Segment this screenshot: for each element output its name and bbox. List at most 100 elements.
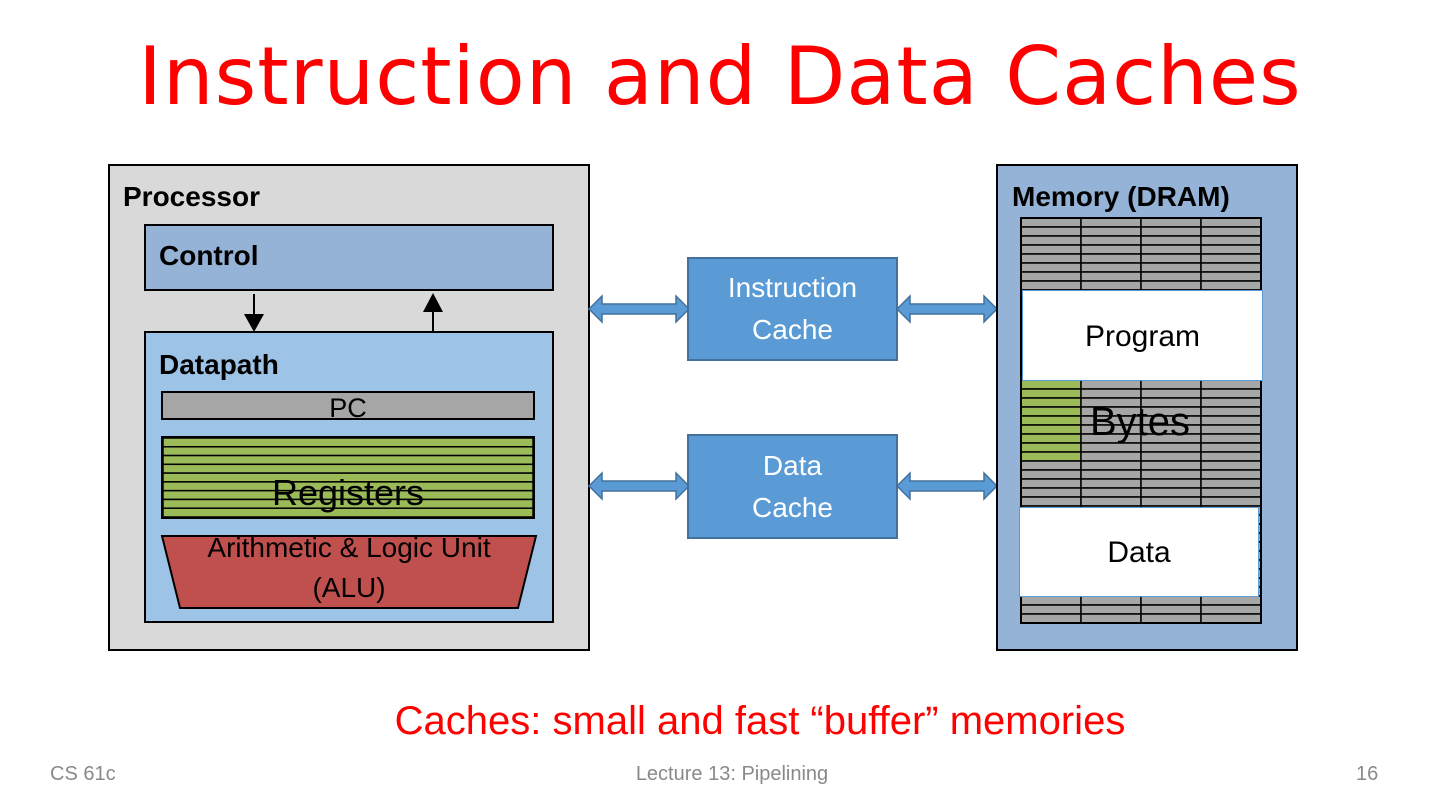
memory-byte-cell [1200,280,1262,291]
memory-label: Memory (DRAM) [1012,181,1230,212]
memory-byte-cell [1080,271,1142,282]
footer-course: CS 61c [50,763,116,785]
memory-byte-cell [1200,235,1262,246]
up-arrow-icon [423,293,443,332]
memory-byte-cell [1020,604,1082,615]
footer-slide-number: 16 [1356,763,1379,785]
data-cache-box: Data Cache [687,434,898,539]
memory-byte-cell [1080,478,1142,489]
memory-byte-cell [1020,253,1082,264]
memory-byte-cell [1020,235,1082,246]
control-box: Control [144,224,554,291]
registers-label: Registers [271,472,425,513]
program-region: Program [1022,290,1263,381]
memory-byte-cell [1200,388,1262,399]
memory-word-cell-highlight [1020,451,1082,462]
memory-byte-cell [1140,613,1202,624]
memory-byte-cell [1140,487,1202,498]
memory-byte-cell [1200,253,1262,264]
memory-byte-cell [1020,280,1082,291]
memory-byte-cell [1080,460,1142,471]
memory-byte-cell [1140,604,1202,615]
instruction-cache-box: Instruction Cache [687,257,898,361]
memory-byte-cell [1080,613,1142,624]
memory-byte-cell [1200,433,1262,444]
dcache-memory-arrow-icon [895,471,999,501]
memory-byte-cell [1140,496,1202,507]
memory-byte-cell [1080,496,1142,507]
data-region: Data [1019,507,1259,597]
memory-byte-cell [1200,244,1262,255]
data-cache-label-line1: Data [762,449,823,481]
register-row [163,454,533,466]
instruction-cache-label-line1: Instruction [727,272,858,303]
memory-byte-cell [1080,604,1142,615]
memory-byte-cell [1200,271,1262,282]
icache-memory-arrow-icon [895,294,999,324]
memory-byte-cell [1140,226,1202,237]
memory-byte-cell [1020,469,1082,480]
memory-byte-cell [1080,244,1142,255]
bytes-label: Bytes [1089,400,1191,444]
footer-lecture: Lecture 13: Pipelining [635,763,829,785]
slide-subtitle: Caches: small and fast “buffer” memories [394,699,1126,743]
memory-byte-cell [1140,469,1202,480]
memory-byte-cell [1200,451,1262,462]
memory-byte-cell [1080,280,1142,291]
memory-word-cell-highlight [1020,388,1082,399]
register-rows [163,438,533,517]
memory-byte-cell [1080,253,1142,264]
memory-byte-cell [1200,379,1262,390]
memory-byte-cell [1020,262,1082,273]
data-label: Data [1107,536,1171,569]
register-row [163,438,533,448]
instruction-cache-label-line2: Cache [752,314,833,345]
register-file [161,436,535,519]
datapath-label: Datapath [159,349,279,380]
memory-byte-cell [1140,460,1202,471]
memory-byte-cell [1200,487,1262,498]
memory-byte-cell [1020,217,1082,228]
memory-byte-cell [1140,262,1202,273]
pc-register: PC [161,391,535,423]
memory-grid-border [1020,217,1262,624]
memory-byte-cell [1140,217,1202,228]
memory-byte-cell [1200,226,1262,237]
memory-byte-cell [1140,244,1202,255]
memory-byte-cell [1140,478,1202,489]
program-label: Program [1084,320,1201,353]
control-label: Control [159,240,259,271]
memory-byte-cell [1020,613,1082,624]
memory-byte-cell [1200,415,1262,426]
memory-byte-cell [1140,235,1202,246]
memory-byte-cell [1020,496,1082,507]
memory-byte-cell [1080,487,1142,498]
memory-byte-cell [1200,217,1262,228]
memory-word-cell-highlight [1020,424,1082,435]
memory-word-cell-highlight [1020,379,1082,390]
slide-title: Instruction and Data Caches [138,30,1302,123]
memory-byte-cell [1200,613,1262,624]
down-arrow-icon [244,294,264,332]
memory-byte-cell [1020,460,1082,471]
processor-icache-arrow-icon [587,294,691,324]
memory-byte-cell [1020,595,1082,606]
memory-word-cell-highlight [1020,397,1082,408]
register-row [163,446,533,457]
memory-byte-cell [1020,478,1082,489]
memory-byte-cell [1080,226,1142,237]
memory-byte-cell [1200,397,1262,408]
processor-label: Processor [123,181,260,212]
control-datapath-arrows [244,293,443,332]
memory-byte-cell [1080,469,1142,480]
alu-shape [160,535,538,609]
memory-byte-cell [1200,478,1262,489]
memory-byte-cell [1080,217,1142,228]
memory-byte-cell [1200,604,1262,615]
memory-byte-cell [1140,451,1202,462]
pc-label: PC [329,393,367,423]
processor-dcache-arrow-icon [587,471,691,501]
memory-byte-cell [1020,244,1082,255]
memory-byte-cell [1140,280,1202,291]
memory-byte-cell [1200,406,1262,417]
